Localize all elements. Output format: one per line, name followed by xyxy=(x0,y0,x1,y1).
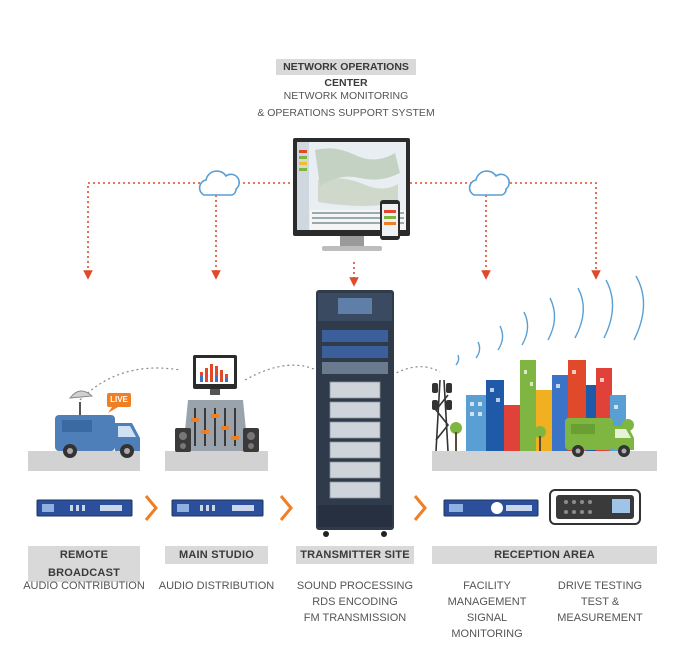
noc-subtitle-line1: NETWORK MONITORING xyxy=(283,90,409,102)
reception-area-title: RECEPTION AREA xyxy=(432,546,657,564)
transmitter-site-subtitle: SOUND PROCESSING RDS ENCODING FM TRANSMI… xyxy=(290,578,420,626)
link-arcs xyxy=(79,364,441,401)
reception-line: TEST & MEASUREMENT xyxy=(557,596,643,624)
noc-subtitle: NETWORK MONITORING & OPERATIONS SUPPORT … xyxy=(250,88,442,122)
transmitter-line: FM TRANSMISSION xyxy=(303,612,407,624)
remote-broadcast-subtitle: AUDIO CONTRIBUTION xyxy=(23,580,145,592)
drive-test-van-icon xyxy=(565,418,634,457)
reception-monitor-unit xyxy=(443,499,539,517)
studio-codec-unit xyxy=(171,499,264,517)
drive-test-analyzer xyxy=(549,489,641,525)
noc-monitor xyxy=(293,138,410,251)
transmitter-rack-icon xyxy=(316,290,394,537)
platform-remote xyxy=(28,451,140,471)
chevron-right-icon xyxy=(144,495,158,521)
cloud-icon xyxy=(198,170,240,196)
reception-area-right-subtitle: DRIVE TESTING TEST & MEASUREMENT xyxy=(544,578,656,626)
main-studio-title: MAIN STUDIO xyxy=(165,546,268,564)
connector-remote xyxy=(83,182,290,280)
live-badge-label: LIVE xyxy=(110,395,128,404)
ob-van-icon xyxy=(55,390,140,458)
transmitter-line: SOUND PROCESSING xyxy=(296,580,414,592)
remote-broadcast-title: REMOTE BROADCAST xyxy=(28,546,140,582)
reception-line: SIGNAL MONITORING xyxy=(451,612,523,640)
chevron-right-icon xyxy=(413,495,427,521)
cloud-icon xyxy=(468,170,510,196)
flow-chevron-icons xyxy=(144,495,427,521)
reception-line: DRIVE TESTING xyxy=(557,580,643,592)
transmitter-line: RDS ENCODING xyxy=(312,596,398,608)
noc-title: NETWORK OPERATIONS CENTER xyxy=(276,59,416,89)
main-studio-subtitle: AUDIO DISTRIBUTION xyxy=(158,580,275,592)
remote-codec-unit xyxy=(36,499,133,517)
studio-console-icon xyxy=(175,355,259,452)
platform-studio xyxy=(165,451,268,471)
antenna-tower-icon xyxy=(434,379,450,452)
antenna-panels xyxy=(432,383,452,410)
platform-reception xyxy=(432,451,657,471)
live-badge xyxy=(107,393,131,413)
signal-waves xyxy=(455,275,645,366)
connector-reception-right xyxy=(410,182,601,280)
transmitter-site-title: TRANSMITTER SITE xyxy=(296,546,414,564)
noc-subtitle-line2: & OPERATIONS SUPPORT SYSTEM xyxy=(257,107,435,119)
reception-line: FACILITY MANAGEMENT xyxy=(447,580,527,608)
reception-area-left-subtitle: FACILITY MANAGEMENT SIGNAL MONITORING xyxy=(432,578,542,642)
chevron-right-icon xyxy=(279,495,293,521)
